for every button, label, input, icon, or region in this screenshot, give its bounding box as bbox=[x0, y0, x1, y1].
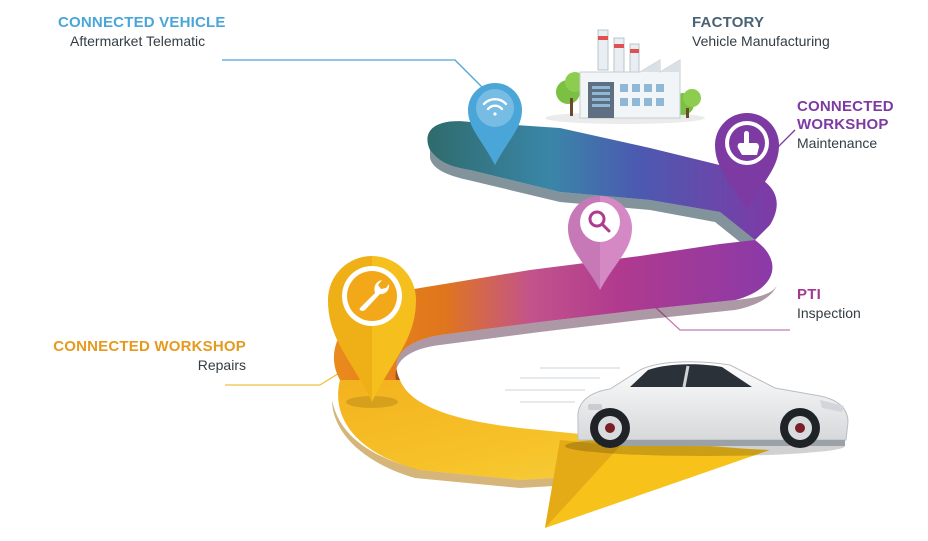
wifi-icon bbox=[482, 98, 508, 116]
factory-icon bbox=[545, 29, 705, 124]
stage-title: CONNECTED WORKSHOP bbox=[53, 338, 246, 355]
stage-subtitle: Vehicle Manufacturing bbox=[692, 33, 830, 49]
label-pti: PTI Inspection bbox=[797, 286, 861, 322]
magnifier-icon bbox=[588, 210, 611, 233]
pin-connected-workshop-maintenance bbox=[715, 113, 779, 210]
stage-subtitle: Maintenance bbox=[797, 135, 878, 151]
wrench-icon bbox=[359, 280, 390, 311]
hand-pointer-icon bbox=[737, 131, 759, 155]
label-factory: FACTORY Vehicle Manufacturing bbox=[692, 14, 830, 50]
label-connected-vehicle: CONNECTED VEHICLE Aftermarket Telematic bbox=[58, 14, 226, 50]
road-middle-edge bbox=[395, 282, 778, 392]
label-connected-workshop-repairs: CONNECTED WORKSHOP Repairs bbox=[53, 338, 246, 374]
label-connected-workshop-maintenance: CONNECTED WORKSHOP Maintenance bbox=[797, 98, 894, 152]
leader-line-connected-vehicle bbox=[222, 59, 491, 96]
pin-pti bbox=[568, 196, 632, 290]
car-icon bbox=[505, 361, 849, 456]
stage-title-line-2: WORKSHOP bbox=[797, 116, 889, 133]
stage-subtitle: Aftermarket Telematic bbox=[70, 33, 206, 49]
pin-connected-vehicle bbox=[468, 83, 522, 165]
stage-subtitle: Repairs bbox=[197, 357, 246, 373]
stage-title: PTI bbox=[797, 286, 821, 303]
stage-title-line-1: CONNECTED bbox=[797, 98, 894, 115]
road-top-section bbox=[427, 121, 777, 240]
stage-title: CONNECTED VEHICLE bbox=[58, 14, 226, 31]
road-arrow-shade bbox=[545, 440, 620, 528]
stage-title: FACTORY bbox=[692, 14, 765, 31]
road-middle-section bbox=[333, 240, 773, 380]
pin-connected-workshop-repairs bbox=[328, 256, 416, 408]
stage-subtitle: Inspection bbox=[797, 305, 861, 321]
